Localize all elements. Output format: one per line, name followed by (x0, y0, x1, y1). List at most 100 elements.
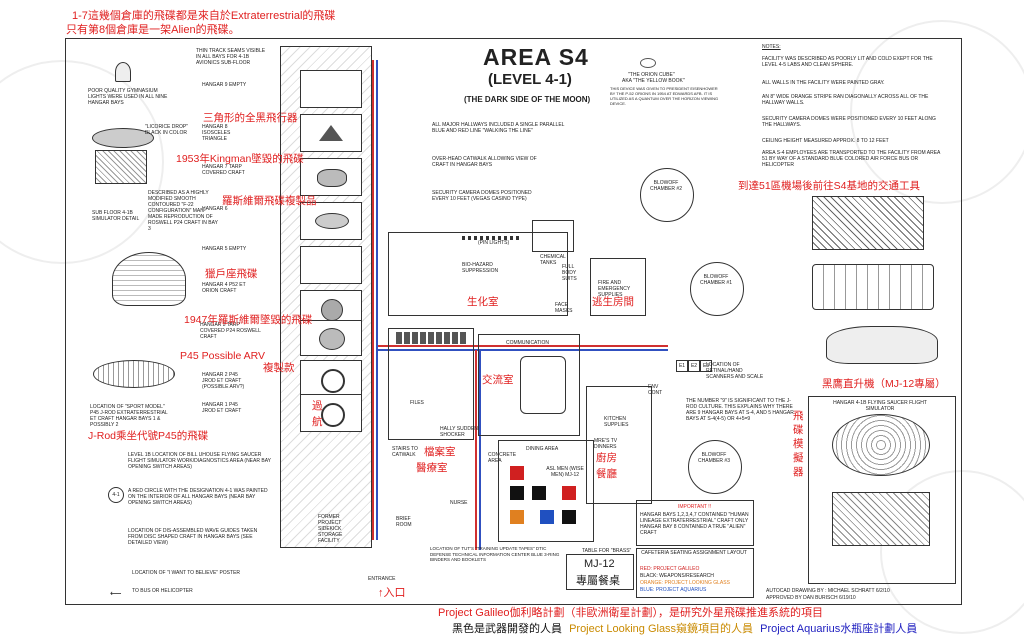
legend-red: RED: PROJECT GALILEO (640, 566, 700, 572)
hangar-4-label: HANGAR 4 P52 ET ORION CRAFT (202, 282, 246, 294)
brief-room-label: BRIEF ROOM (396, 516, 412, 528)
sport-model-note: LOCATION OF "SPORT MODEL" P45 J-ROD EXTR… (90, 404, 168, 428)
hangar-5-label: HANGAR 5 EMPTY (202, 246, 247, 252)
concrete-label: CONCRETE AREA (488, 452, 517, 464)
described-note: DESCRIBED AS A HIGHLY MODIFIED SMOOTH CO… (148, 190, 218, 232)
pin-lights-row (462, 236, 522, 240)
simulator-note-1: 飛 (793, 410, 804, 422)
comm-desk (520, 356, 566, 414)
env-cont-label: ENV CONT (648, 384, 663, 396)
asl-men-label: ASL MEN (WISE MEN) MJ-12 (546, 466, 584, 478)
blowoff-2-label: BLOWOFF CHAMBER #2 (650, 180, 682, 192)
replica2-note: 複製款 (263, 362, 295, 374)
brass-table-label: TABLE FOR "BRASS" (582, 548, 632, 554)
file-cabinets (396, 332, 466, 344)
blowoff-chamber-2 (640, 168, 694, 222)
entrance-label: ENTRANCE (368, 576, 396, 582)
red-corridor-line-mid (475, 350, 477, 550)
red-corridor-line-h (378, 345, 668, 347)
hangar-bay-8 (300, 114, 362, 152)
note-6: AREA S-4 EMPLOYEES ARE TRANSPORTED TO TH… (762, 150, 941, 168)
seat-black-3 (562, 510, 576, 524)
gym-note: POOR QUALITY GYMNASIUM LIGHTS WERE USED … (88, 88, 168, 106)
seat-red-2 (562, 486, 576, 500)
top-note-line2: 只有第8個倉庫是一架Alien的飛碟。 (66, 24, 240, 36)
camera-note: SECURITY CAMERA DOMES POSITIONED EVERY 1… (432, 190, 532, 202)
p45-note: P45 Possible ARV (180, 350, 266, 362)
note-2: ALL WALLS IN THE FACILITY WERE PAINTED G… (762, 80, 885, 86)
bus-helicopter-note: TO BUS OR HELICOPTER (132, 588, 193, 594)
communication-room (478, 334, 580, 436)
kitchen-supplies-label: KITCHEN SUPPLIES (604, 416, 629, 428)
legend-black-text: 黑色是武器開發的人員 (452, 623, 562, 635)
note-4: SECURITY CAMERA DOMES WERE POSITIONED EV… (762, 116, 936, 128)
scanner-e2: E2 (688, 360, 700, 372)
transport-note: 到達51區機場後前往S4基地的交通工具 (738, 180, 921, 192)
hangar-6-label: HANGAR 6 (202, 206, 228, 212)
fire-supplies-label: FIRE AND EMERGENCY SUPPLIES (598, 280, 631, 298)
mj12-table-note-box (566, 554, 634, 590)
pin-lights-label: (PIN LIGHTS) (478, 240, 510, 246)
simulator-note-3: 模 (793, 438, 804, 450)
important-heading: IMPORTANT !! (678, 504, 712, 510)
medical-note: 醫療室 (416, 462, 448, 474)
watermark-circle (850, 20, 1024, 204)
archive-note: 檔案室 (424, 446, 456, 458)
escape-room (590, 258, 646, 316)
important-text: HANGAR BAYS 1,2,3,4,7 CONTAINED "HUMAN L… (640, 512, 749, 536)
note-1: FACILITY WAS DESCRIBED AS POORLY LIT AND… (762, 56, 933, 68)
hangar-bay-9 (300, 70, 362, 108)
simulator-detail-label: HANGAR 4-1B FLYING SAUCER FLIGHT SIMULAT… (833, 400, 927, 412)
important-box (636, 500, 754, 546)
f22-replica-icon (315, 213, 349, 229)
seat-orange-1 (510, 510, 524, 524)
blowoff-chamber-3 (688, 440, 742, 494)
e2-label: E2 (690, 363, 698, 369)
roswell-replica-note: 羅斯維爾飛碟複製品 (222, 195, 317, 207)
diagram-subtitle: (LEVEL 4-1) (488, 71, 572, 88)
roswell1947-note: 1947年羅斯維爾墜毀的飛碟 (184, 314, 313, 326)
bottom-legend: 黑色是武器開發的人員 Project Looking Glass窺鏡項目的人員 … (452, 620, 917, 636)
escape-room-note: 逃生房間 (592, 296, 634, 308)
e1-label: E1 (678, 363, 686, 369)
blowoff-3-label: BLOWOFF CHAMBER #3 (698, 452, 730, 464)
entrance-note: ↑入口 (378, 587, 406, 599)
hangar-3-label: HANGAR 3 TARP COVERED P24 ROSWELL CRAFT (200, 322, 261, 340)
blue-corridor-line-mid (479, 350, 481, 550)
licorice-craft-icon (92, 128, 154, 148)
chem-tanks-label: CHEMICAL TANKS (540, 254, 566, 266)
dining-label: DINING AREA (526, 446, 559, 452)
yellow-book-label: AKA "THE YELLOW BOOK" (622, 78, 685, 84)
scanner-e1: E1 (676, 360, 688, 372)
simulator-box (808, 396, 956, 584)
diagram-frame (65, 38, 962, 605)
orion-cube-title: "THE ORION CUBE" (628, 72, 675, 78)
hangar-bay-7 (300, 158, 362, 196)
p45-craft-icon-1 (321, 403, 345, 427)
bus-arrow-icon: ⟵ (110, 589, 122, 598)
dining-room (498, 440, 594, 542)
kingman-note: 1953年Kingman墜毀的飛碟 (176, 153, 304, 165)
disassembled-note: LOCATION OF DIS-ASSEMBLED WAVE GUIDES TA… (128, 528, 258, 546)
former-storage-label: FORMER PROJECT SIDEKICK STORAGE FACILITY (318, 514, 343, 544)
hangar-bay-2 (300, 360, 362, 398)
bio-room-note: 生化室 (467, 296, 499, 308)
tarp-craft-icon (317, 169, 347, 187)
files-room (388, 328, 474, 440)
hangar-8-label: HANGAR 8 ISOSCELES TRIANGLE (202, 124, 231, 142)
comm-room-note: 交流室 (482, 374, 514, 386)
thin-track-note: THIN TRACK SEAMS VISIBLE IN ALL BAYS FOR… (196, 48, 266, 66)
blowoff-chamber-1 (690, 262, 744, 316)
orion-note: 獵戶座飛碟 (205, 268, 258, 280)
files-label: FILES (410, 400, 424, 406)
helicopter-icon (826, 326, 938, 364)
cafeteria-heading: CAFETERIA SEATING ASSIGNMENT LAYOUT (641, 550, 747, 556)
bio-room (388, 232, 568, 316)
hangar-9-label: HANGAR 9 EMPTY (202, 82, 247, 88)
full-body-label: FULL BODY SUITS (562, 264, 577, 282)
watermark-circle (880, 470, 1024, 634)
legend-blue: BLUE: PROJECT AQUARIUS (640, 587, 707, 593)
circle-41-label: 4-1 (112, 492, 120, 498)
catwalk-note: OVER-HEAD CATWALK ALLOWING VIEW OF CRAFT… (432, 156, 537, 168)
dining-note: 餐廳 (596, 468, 617, 480)
